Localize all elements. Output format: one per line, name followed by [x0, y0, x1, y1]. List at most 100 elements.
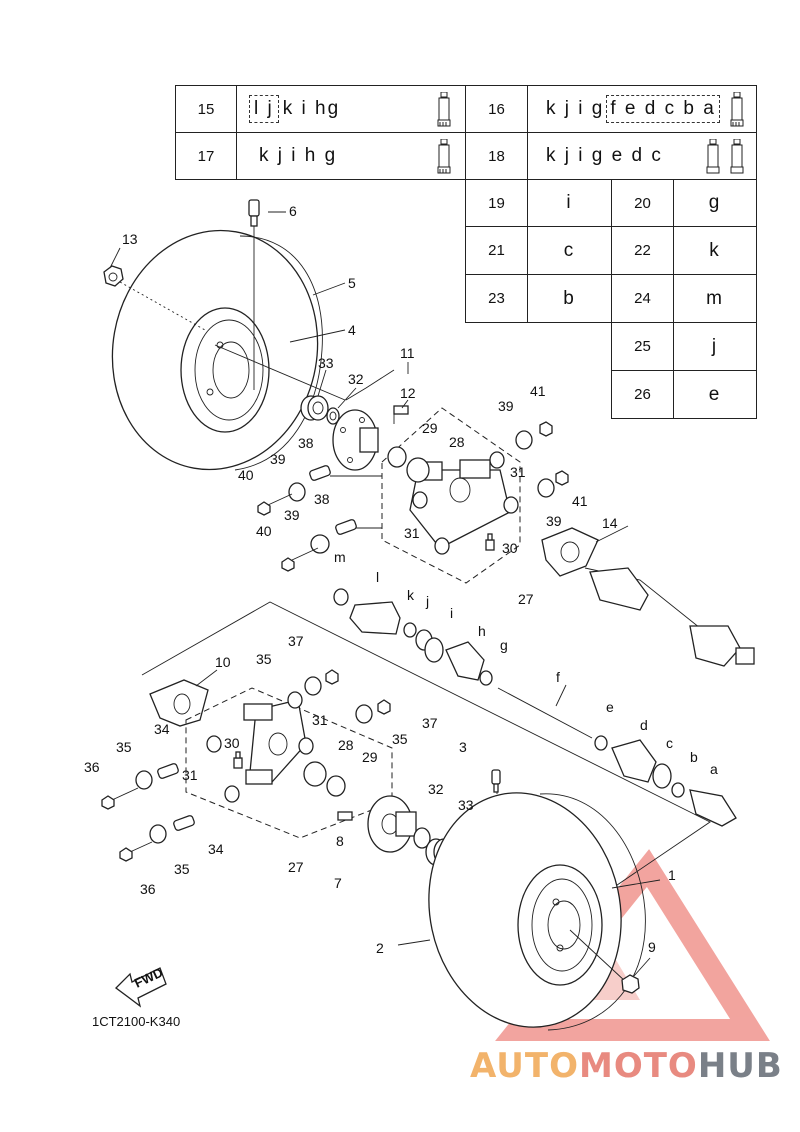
- callout-14: 14: [602, 515, 618, 531]
- bearing-28-upper: [406, 457, 430, 483]
- nut-37-a: [325, 669, 339, 685]
- callout-39-c: 39: [498, 398, 514, 414]
- callout-29-lower: 29: [362, 749, 378, 765]
- callout-7: 7: [334, 875, 342, 891]
- callout-8: 8: [336, 833, 344, 849]
- callout-34-b: 34: [208, 841, 224, 857]
- legend-num-23: 23: [465, 274, 528, 323]
- boot-d: [611, 739, 657, 783]
- callout-12: 12: [400, 385, 416, 401]
- bolt-40-b: [281, 547, 319, 572]
- callout-4: 4: [348, 322, 356, 338]
- callout-a: a: [710, 761, 718, 777]
- legend-num-25: 25: [611, 322, 674, 371]
- callout-39-d: 39: [546, 513, 562, 529]
- grease-tube-icon: [437, 138, 451, 180]
- callout-1: 1: [668, 867, 676, 883]
- valve-stem-3: [491, 769, 501, 793]
- callout-29-upper: 29: [422, 420, 438, 436]
- band-i: [424, 637, 444, 663]
- pin-34-a: [157, 763, 179, 779]
- legend-code-17: k j i h g: [236, 132, 466, 180]
- legend-boxed-codes: f e d c b a: [606, 95, 720, 123]
- legend-codes: k j i g: [546, 98, 605, 119]
- band-g: [479, 670, 493, 686]
- cv-joint-l: [349, 601, 401, 635]
- collar-35-d: [149, 824, 167, 844]
- legend-code-15: l j k i hg: [236, 85, 466, 133]
- bolt-40-a: [257, 493, 293, 516]
- cv-joint-a: [689, 789, 737, 827]
- bushing-31-lower-a: [287, 691, 303, 709]
- legend-code-26: e: [673, 370, 757, 419]
- wheel-nut: [103, 265, 124, 287]
- bearing-32-upper: [326, 407, 340, 425]
- bushing-31-lower-b: [298, 737, 314, 755]
- callout-40-a: 40: [238, 467, 254, 483]
- callout-35-c: 35: [116, 739, 132, 755]
- callout-6: 6: [289, 203, 297, 219]
- callout-32-upper: 32: [348, 371, 364, 387]
- callout-39-b: 39: [284, 507, 300, 523]
- shaft-f: [497, 687, 593, 739]
- callout-30-lower: 30: [224, 735, 240, 751]
- watermark-part-1: AUTO: [470, 1046, 579, 1086]
- callout-36-a: 36: [84, 759, 100, 775]
- watermark-part-2: MOTO: [578, 1046, 698, 1086]
- legend-code-19: i: [527, 179, 612, 227]
- callout-m: m: [334, 549, 346, 565]
- knuckle-10: [149, 679, 209, 727]
- band-b: [671, 782, 685, 798]
- collar-39-d: [310, 534, 330, 554]
- circlip-m: [333, 588, 349, 606]
- callout-41-b: 41: [572, 493, 588, 509]
- watermark-brand: AUTOMOTOHUB: [470, 1046, 783, 1086]
- wheel-hub-upper: [332, 409, 379, 471]
- bushing-31-upper-b: [503, 496, 519, 514]
- callout-36-b: 36: [140, 881, 156, 897]
- nut-37-b: [377, 699, 391, 715]
- callout-27-lower: 27: [288, 859, 304, 875]
- callout-g: g: [500, 637, 508, 653]
- grease-tube-icon: [706, 138, 720, 180]
- bushing-31-lower-d: [224, 785, 240, 803]
- callout-j: j: [425, 593, 429, 609]
- grease-nipple-30-upper: [485, 533, 495, 551]
- bolt-36-b: [119, 841, 153, 862]
- legend-code-24: m: [673, 274, 757, 323]
- hub-bolt-12: [393, 405, 409, 424]
- callout-34-a: 34: [154, 721, 170, 737]
- callout-30-upper: 30: [502, 540, 518, 556]
- legend-num-18: 18: [465, 132, 528, 180]
- grease-tube-icon: [730, 138, 744, 180]
- callout-labels: 1 2 3 4 5 6 7 8 9 10 11 12 13 14 27 27 2…: [84, 203, 718, 956]
- callout-37-a: 37: [288, 633, 304, 649]
- callout-35-b: 35: [392, 731, 408, 747]
- pin-34-b: [173, 815, 195, 831]
- collar-35-a: [304, 676, 322, 696]
- legend-boxed-codes: l j: [249, 95, 279, 123]
- lower-tire-wheel: [428, 792, 646, 1031]
- callout-5: 5: [348, 275, 356, 291]
- legend-codes: k j i g e d c: [546, 145, 663, 166]
- callout-31-lower-a: 31: [312, 712, 328, 728]
- valve-stem: [248, 199, 260, 390]
- leader-lines: [109, 211, 661, 977]
- collar-39-a: [515, 430, 533, 450]
- wheel-hub-lower: [367, 795, 417, 853]
- legend-num-24: 24: [611, 274, 674, 323]
- callout-d: d: [640, 717, 648, 733]
- callout-b: b: [690, 749, 698, 765]
- legend-num-19: 19: [465, 179, 528, 227]
- bushing-31-upper-a: [489, 451, 505, 469]
- legend-codes: k j i h g: [259, 145, 338, 166]
- circlip-k: [403, 622, 417, 638]
- callout-28-upper: 28: [449, 434, 465, 450]
- legend-code-18: k j i g e d c: [527, 132, 757, 180]
- hub-bolt-8: [337, 811, 353, 821]
- legend-num-17: 17: [175, 132, 237, 180]
- bushing-31-upper-d: [434, 537, 450, 555]
- callout-33-lower: 33: [458, 797, 474, 813]
- callout-39-a: 39: [270, 451, 286, 467]
